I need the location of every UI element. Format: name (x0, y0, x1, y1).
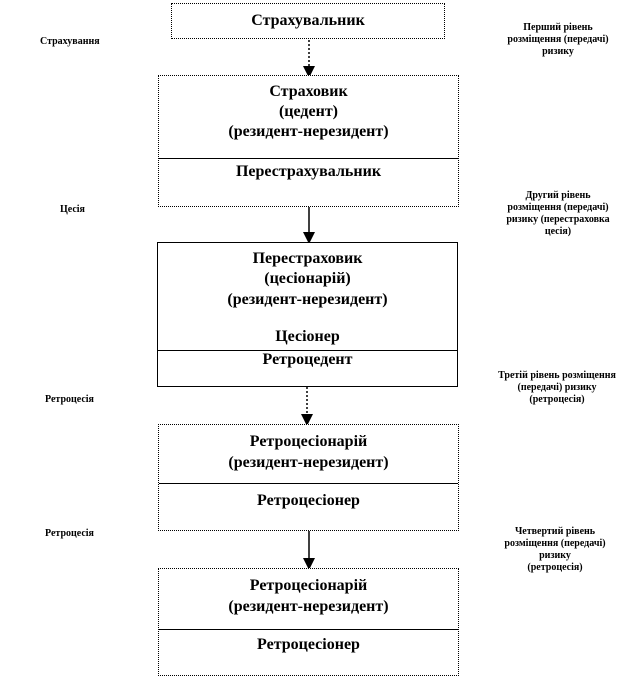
note-level-1: Перший рівень розміщення (передачі) ризи… (483, 22, 633, 58)
retro1-divider (159, 483, 458, 484)
retro1-bottom-label: Ретроцесіонер (257, 492, 360, 509)
insurer-title-1: Страховик (269, 83, 348, 100)
reinsurer-box: Перестраховик (цесіонарій) (резидент-нер… (157, 242, 458, 387)
note-level-1-line-1: Перший рівень (523, 22, 593, 33)
note-level-2-line-4: цесія) (544, 226, 572, 237)
retro2-title-2: (резидент-нерезидент) (228, 598, 389, 615)
note-level-1-line-3: ризику (542, 46, 574, 57)
insurer-reinsured-label: Перестрахувальник (235, 163, 382, 180)
retro1-title-2: (резидент-нерезидент) (228, 454, 389, 471)
retrocessionaire-box-1: Ретроцесіонарій (резидент-нерезидент) Ре… (158, 424, 459, 531)
insured-box: Страхувальник (171, 3, 445, 39)
note-level-3-line-2: (передачі) ризику (517, 382, 597, 393)
note-level-4: Четвертий рівень розміщення (передачі) р… (480, 526, 630, 574)
note-level-2: Другий рівень розміщення (передачі) ризи… (483, 190, 633, 238)
retro2-title-1: Ретроцесіонарій (249, 577, 368, 594)
retrocessionaire-box-2: Ретроцесіонарій (резидент-нерезидент) Ре… (158, 568, 459, 676)
retro1-title-1: Ретроцесіонарій (249, 433, 368, 450)
label-insurance: Страхування (40, 36, 100, 47)
reinsurer-retrocedent-label: Ретроцедент (262, 351, 353, 368)
note-level-1-line-2: розміщення (передачі) (507, 34, 609, 45)
note-level-3: Третій рівень розміщення (передачі) ризи… (477, 370, 637, 406)
retro2-bottom-label: Ретроцесіонер (257, 636, 360, 653)
insured-title: Страхувальник (251, 12, 365, 29)
note-level-2-line-3: ризику (перестраховка (506, 214, 610, 225)
label-cession: Цесія (60, 204, 85, 215)
insurer-title-2: (цедент) (278, 103, 339, 120)
note-level-4-line-4: (ретроцесія) (527, 562, 583, 573)
reinsurer-title-1: Перестраховик (252, 250, 363, 267)
reinsurer-divider (158, 350, 457, 351)
reinsurer-cessioner-label: Цесіонер (275, 328, 340, 345)
note-level-4-line-2: розміщення (передачі) (504, 538, 606, 549)
insurer-divider (159, 158, 458, 159)
insurer-box: Страховик (цедент) (резидент-нерезидент)… (158, 75, 459, 207)
label-retrocession-2: Ретроцесія (45, 528, 94, 539)
note-level-2-line-1: Другий рівень (525, 190, 591, 201)
note-level-4-line-1: Четвертий рівень (514, 526, 596, 537)
reinsurer-title-2: (цесіонарій) (264, 270, 351, 287)
note-level-2-line-2: розміщення (передачі) (507, 202, 609, 213)
retro2-divider (159, 629, 458, 630)
insurer-title-3: (резидент-нерезидент) (228, 123, 389, 140)
label-retrocession-1: Ретроцесія (45, 394, 94, 405)
reinsurer-title-3: (резидент-нерезидент) (227, 291, 388, 308)
note-level-3-line-3: (ретроцесія) (529, 394, 585, 405)
note-level-4-line-3: ризику (539, 550, 571, 561)
note-level-3-line-1: Третій рівень розміщення (498, 370, 616, 381)
